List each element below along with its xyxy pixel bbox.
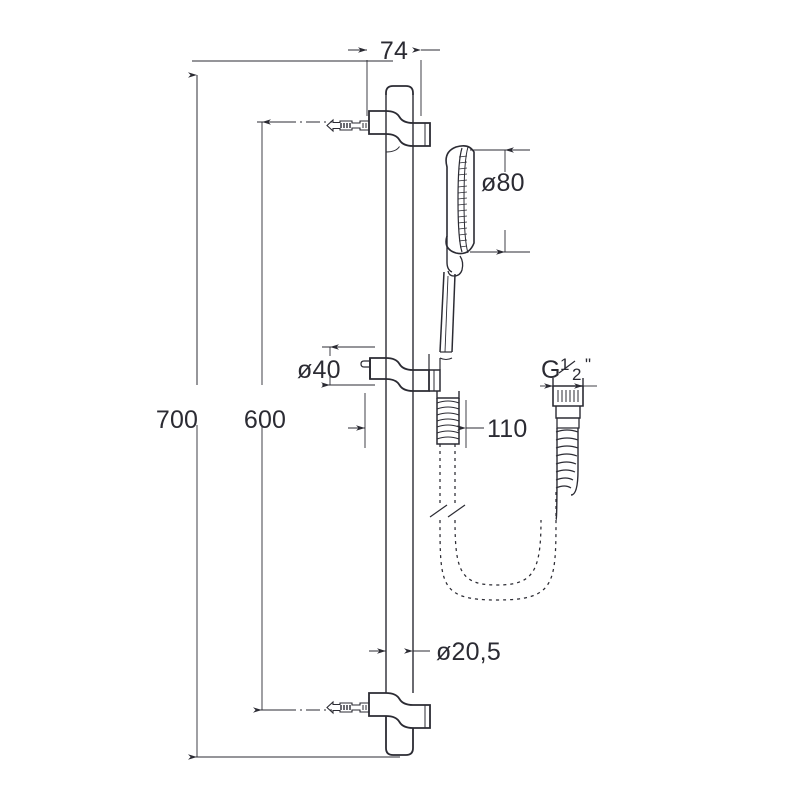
dimension-74: [348, 47, 440, 116]
dimension-label-600: 600: [244, 406, 286, 434]
flexible-hose: [439, 444, 557, 601]
thread-letter: G: [541, 356, 561, 384]
thread-fraction-denominator: 2: [572, 365, 581, 384]
dimension-label-40: ø40: [297, 356, 341, 384]
rail-tube: [385, 95, 414, 693]
dimension-40: [321, 344, 375, 388]
bottom-fixing-screw: [326, 697, 370, 715]
dimension-label-g-half: G 1 2 ": [541, 355, 591, 384]
hose-break-symbol: [429, 504, 466, 518]
dimension-label-80: ø80: [481, 169, 525, 197]
dimension-700: [188, 60, 400, 760]
hose-outlet-connector: [436, 391, 460, 445]
top-wall-bracket: [368, 85, 431, 153]
hose-free-end: [552, 378, 584, 521]
dimension-110: [348, 393, 484, 448]
bracket-centre-lines: [282, 121, 332, 711]
dimension-label-700: 700: [156, 406, 198, 434]
bottom-wall-bracket: [368, 685, 431, 756]
thread-inch-mark: ": [585, 355, 591, 374]
dimension-80: [470, 147, 530, 255]
hand-shower: [439, 145, 475, 361]
top-fixing-screw: [326, 115, 370, 133]
dimension-label-74: 74: [380, 37, 408, 65]
slider-holder: [360, 352, 441, 392]
thread-fraction-numerator: 1: [560, 355, 569, 374]
dimension-600: [253, 119, 290, 713]
thread-fraction-bar: [558, 360, 576, 374]
dimension-label-20-5: ø20,5: [436, 638, 501, 666]
dimension-g-half: [540, 378, 597, 392]
dimension-label-110: 110: [487, 415, 527, 443]
